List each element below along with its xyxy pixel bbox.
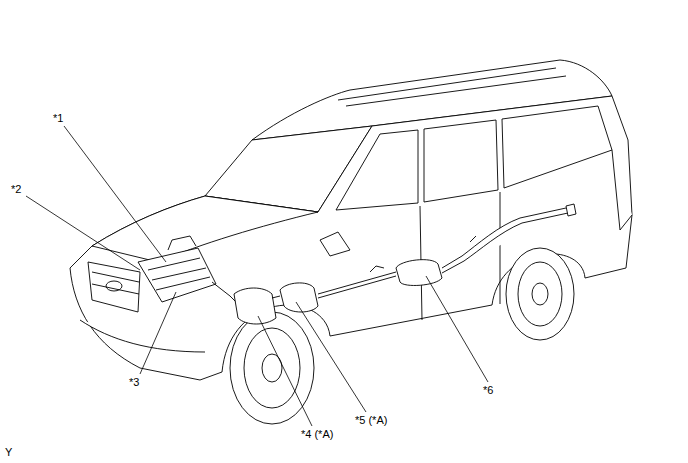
drawing-stroke bbox=[148, 258, 210, 290]
drawing-stroke bbox=[272, 296, 280, 298]
drawing-stroke bbox=[64, 126, 166, 262]
drawing-stroke bbox=[442, 208, 568, 273]
drawing-stroke bbox=[92, 196, 318, 262]
label-text: Y bbox=[4, 446, 13, 458]
drawing-stroke bbox=[318, 272, 396, 298]
drawing-stroke bbox=[92, 272, 139, 294]
drawing-stroke bbox=[70, 96, 632, 380]
drawing-stroke bbox=[426, 276, 488, 382]
drawing-stroke bbox=[502, 106, 612, 188]
drawing-stroke bbox=[320, 232, 350, 256]
label-text: *2 bbox=[10, 183, 22, 195]
label-text: *3 bbox=[128, 376, 140, 388]
drawing-stroke bbox=[80, 320, 205, 352]
drawing-stroke bbox=[234, 288, 276, 324]
drawing-stroke bbox=[420, 192, 500, 320]
callout-number: *1 bbox=[52, 112, 64, 125]
callout-number: *5 (*A) bbox=[354, 414, 388, 427]
drawing-stroke bbox=[370, 236, 476, 272]
drawing-stroke bbox=[230, 312, 314, 424]
drawing-stroke bbox=[244, 328, 300, 408]
callout-number: *2 bbox=[10, 183, 22, 196]
callout-number: *4 (*A) bbox=[300, 428, 334, 441]
drawing-stroke bbox=[258, 316, 312, 426]
leader-lines bbox=[26, 126, 488, 426]
label-text: *4 (*A) bbox=[300, 428, 334, 440]
exhaust-system bbox=[138, 204, 576, 324]
label-text: *5 (*A) bbox=[354, 414, 388, 426]
drawing-stroke bbox=[26, 196, 140, 270]
drawing-stroke bbox=[532, 283, 548, 305]
drawing-stroke bbox=[424, 120, 498, 202]
drawing-stroke bbox=[506, 248, 574, 340]
drawing-stroke bbox=[280, 283, 318, 312]
label-text: *1 bbox=[52, 112, 64, 124]
drawing-stroke bbox=[338, 68, 566, 106]
drawing-stroke bbox=[168, 236, 196, 250]
callout-number: *6 bbox=[482, 384, 494, 397]
drawing-stroke bbox=[212, 282, 236, 302]
drawing-stroke bbox=[612, 150, 632, 230]
figure-code: Y bbox=[4, 446, 13, 459]
drawing-stroke bbox=[518, 262, 562, 326]
drawing-stroke bbox=[138, 248, 216, 302]
callout-number: *3 bbox=[128, 376, 140, 389]
label-text: *6 bbox=[482, 384, 494, 396]
drawing-stroke bbox=[88, 262, 140, 312]
drawing-stroke bbox=[566, 204, 576, 216]
vehicle-body bbox=[70, 60, 632, 424]
drawing-stroke bbox=[396, 260, 442, 286]
drawing-stroke bbox=[296, 302, 366, 412]
drawing-stroke bbox=[140, 292, 176, 374]
drawing-stroke bbox=[336, 130, 418, 210]
